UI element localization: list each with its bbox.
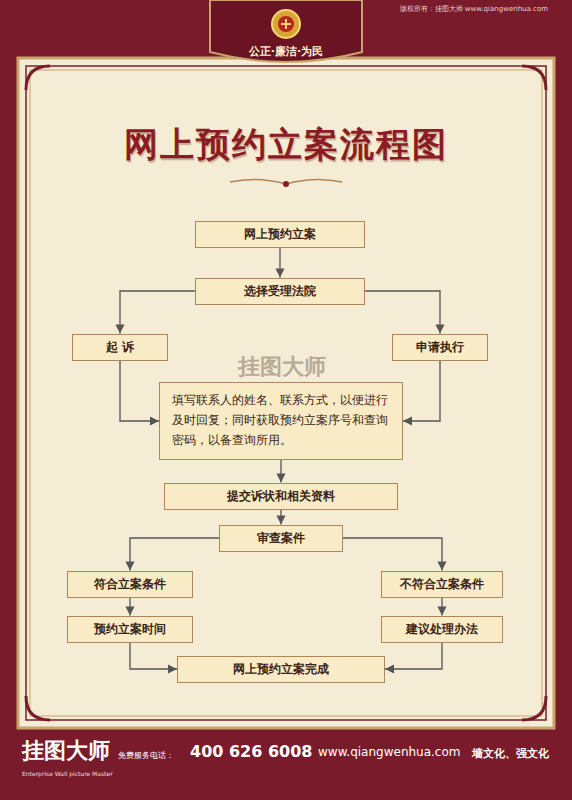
process-box: 建议处理办法 [381, 616, 503, 643]
box-text: 网上预约立案完成 [233, 661, 329, 678]
motto: 公正·廉洁·为民 [249, 44, 323, 59]
flow-arrow [120, 291, 195, 334]
box-text: 网上预约立案 [244, 226, 316, 243]
box-text: 选择受理法院 [244, 283, 316, 300]
court-emblem [278, 16, 294, 32]
process-box: 网上预约立案 [195, 221, 365, 248]
brand-logo: 挂图大师 [22, 736, 110, 766]
process-box: 网上预约立案完成 [177, 656, 385, 683]
title-ornament [283, 181, 289, 187]
watermark: 挂图大师 [238, 352, 326, 382]
flow-arrow [120, 361, 159, 421]
flow-arrow [130, 538, 219, 571]
process-box: 符合立案条件 [67, 571, 193, 598]
note-box: 填写联系人的姓名、联系方式，以便进行及时回复；同时获取预约立案序号和查询密码，以… [159, 382, 403, 459]
corner-ornament [26, 66, 546, 720]
box-text: 建议处理办法 [406, 621, 478, 638]
box-text: 申请执行 [416, 339, 464, 356]
box-text: 不符合立案条件 [400, 576, 484, 593]
box-text: 提交诉状和相关资料 [227, 488, 335, 505]
flow-arrow [280, 460, 281, 483]
brand-tagline: Enterprise Wall picture Master [22, 770, 113, 777]
flow-arrow [403, 361, 440, 421]
flow-arrow [365, 291, 440, 334]
box-text: 审查案件 [257, 530, 305, 547]
court-emblem [272, 10, 300, 38]
court-emblem [281, 19, 291, 29]
process-box: 提交诉状和相关资料 [164, 483, 398, 510]
flow-arrow [129, 598, 130, 616]
flow-arrow [280, 510, 281, 525]
flow-arrow [385, 643, 442, 670]
process-box: 不符合立案条件 [381, 571, 503, 598]
box-text: 预约立案时间 [94, 621, 166, 638]
flow-arrow [441, 598, 442, 616]
flow-arrow [343, 538, 442, 571]
process-box: 申请执行 [392, 334, 488, 361]
phone-caption: 免费服务电话： [118, 750, 174, 761]
inner-border [30, 70, 542, 716]
box-text: 起 诉 [106, 339, 134, 356]
box-text: 填写联系人的姓名、联系方式，以便进行及时回复；同时获取预约立案序号和查询密码，以… [172, 391, 390, 450]
flow-arrow [279, 248, 280, 278]
flow-arrow [130, 643, 177, 670]
phone-number: 400 626 6008 [190, 742, 312, 761]
emblem-tab [210, 0, 362, 62]
inner-border [26, 66, 546, 720]
copyright-note: 版权所有：挂图大师 www.qiangwenhua.com [400, 4, 548, 14]
box-text: 符合立案条件 [94, 576, 166, 593]
process-box: 预约立案时间 [67, 616, 193, 643]
website: www.qiangwenhua.com [318, 745, 461, 759]
poster-title: 网上预约立案流程图 [0, 122, 572, 168]
process-box: 起 诉 [72, 334, 168, 361]
process-box: 选择受理法院 [195, 278, 365, 305]
process-box: 审查案件 [219, 525, 343, 552]
slogan: 墙文化、强文化 [472, 746, 549, 761]
